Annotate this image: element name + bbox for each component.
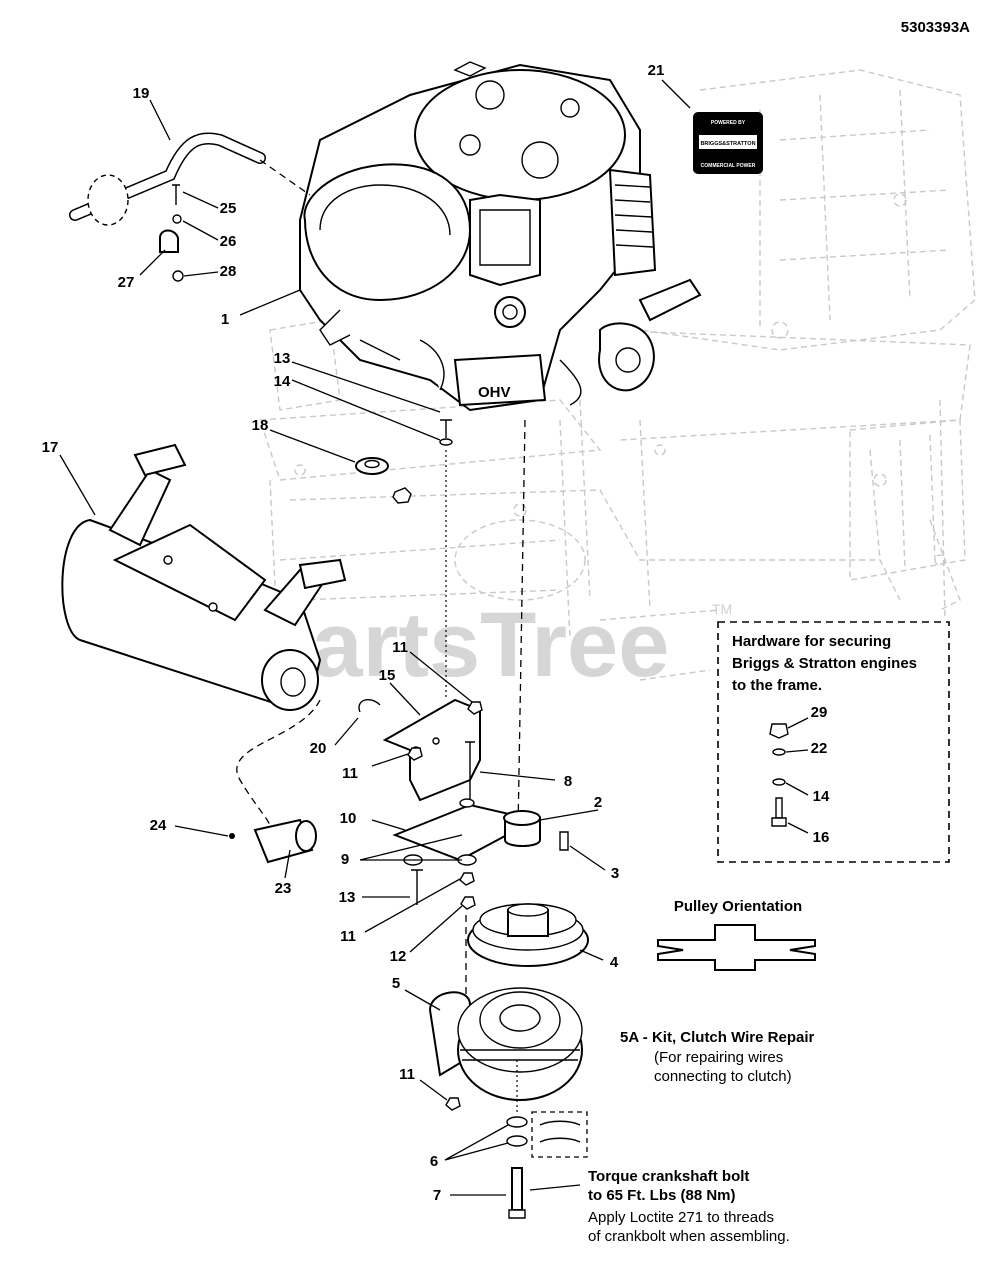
hardware-box-parts — [769, 723, 789, 827]
callout-15: 15 — [379, 667, 396, 684]
callout-5: 5 — [392, 975, 400, 992]
callout-11-c: 11 — [340, 928, 356, 945]
clutch-bracket — [358, 698, 538, 1010]
callout-22: 22 — [811, 740, 828, 757]
callout-1: 1 — [221, 311, 229, 328]
kit-note-line1: (For repairing wires — [654, 1049, 783, 1066]
callout-14-top: 14 — [274, 373, 291, 390]
callout-23: 23 — [275, 880, 292, 897]
electric-clutch — [428, 987, 583, 1111]
logo-line1: POWERED BY — [711, 120, 746, 126]
engine-mount-hardware — [355, 419, 526, 831]
callout-17: 17 — [42, 439, 59, 456]
hardware-box-line2: Briggs & Stratton engines — [732, 655, 917, 672]
hardware-box — [717, 621, 950, 863]
logo-line2: BRIGGS&STRATTON — [700, 141, 755, 147]
leader-lines — [59, 79, 809, 1196]
engine: OHV — [299, 61, 702, 412]
idler-spacer — [503, 810, 569, 851]
torque-note-line3: Apply Loctite 271 to threads — [588, 1209, 774, 1226]
engine-badge: OHV — [478, 384, 511, 401]
callout-7: 7 — [433, 1187, 441, 1204]
callout-21: 21 — [648, 62, 665, 79]
pulley-orientation-graphic — [657, 924, 816, 971]
callout-26: 26 — [220, 233, 237, 250]
callout-20: 20 — [310, 740, 327, 757]
kit-note-title: 5A - Kit, Clutch Wire Repair — [620, 1029, 814, 1046]
callout-4: 4 — [610, 954, 619, 971]
spark-arrestor — [229, 699, 321, 864]
callout-25: 25 — [220, 200, 237, 217]
callout-11-b: 11 — [342, 765, 358, 782]
torque-note-line4: of crankbolt when assembling. — [588, 1228, 790, 1245]
callout-28: 28 — [220, 263, 237, 280]
callout-19: 19 — [133, 85, 150, 102]
callout-27: 27 — [118, 274, 135, 291]
fuel-line — [69, 132, 311, 226]
briggs-logo: POWERED BY BRIGGS&STRATTON COMMERCIAL PO… — [693, 112, 763, 174]
callout-2: 2 — [594, 794, 602, 811]
hardware-box-line3: to the frame. — [732, 677, 822, 694]
callout-labels: 21 19 25 26 27 28 1 13 14 18 17 11 15 20… — [42, 62, 830, 1204]
callout-29: 29 — [811, 704, 828, 721]
ghost-frame — [259, 69, 976, 691]
callout-24: 24 — [150, 817, 167, 834]
callout-11-a: 11 — [392, 639, 408, 656]
callout-9: 9 — [341, 851, 349, 868]
callout-13-bottom: 13 — [339, 889, 356, 906]
callout-18: 18 — [252, 417, 269, 434]
callout-14-box: 14 — [813, 788, 830, 805]
doc-number: 5303393A — [901, 19, 970, 36]
callout-10: 10 — [340, 810, 357, 827]
logo-line3: COMMERCIAL POWER — [701, 163, 756, 169]
watermark-tm: TM — [712, 601, 732, 617]
pulley — [467, 903, 589, 967]
torque-note-line2: to 65 Ft. Lbs (88 Nm) — [588, 1187, 736, 1204]
callout-6: 6 — [430, 1153, 438, 1170]
callout-12: 12 — [390, 948, 407, 965]
hardware-box-line1: Hardware for securing — [732, 633, 891, 650]
torque-note-line1: Torque crankshaft bolt — [588, 1168, 749, 1185]
callout-3: 3 — [611, 865, 619, 882]
callout-13-top: 13 — [274, 350, 291, 367]
callout-11-d: 11 — [399, 1066, 415, 1083]
muffler — [61, 443, 347, 711]
callout-8: 8 — [564, 773, 572, 790]
watermark: PartsTree — [250, 594, 669, 696]
callout-16: 16 — [813, 829, 830, 846]
clamp-hardware — [159, 184, 184, 282]
pulley-orientation-title: Pulley Orientation — [674, 898, 802, 915]
kit-note-line2: connecting to clutch) — [654, 1068, 792, 1085]
crank-hardware — [506, 1060, 588, 1219]
